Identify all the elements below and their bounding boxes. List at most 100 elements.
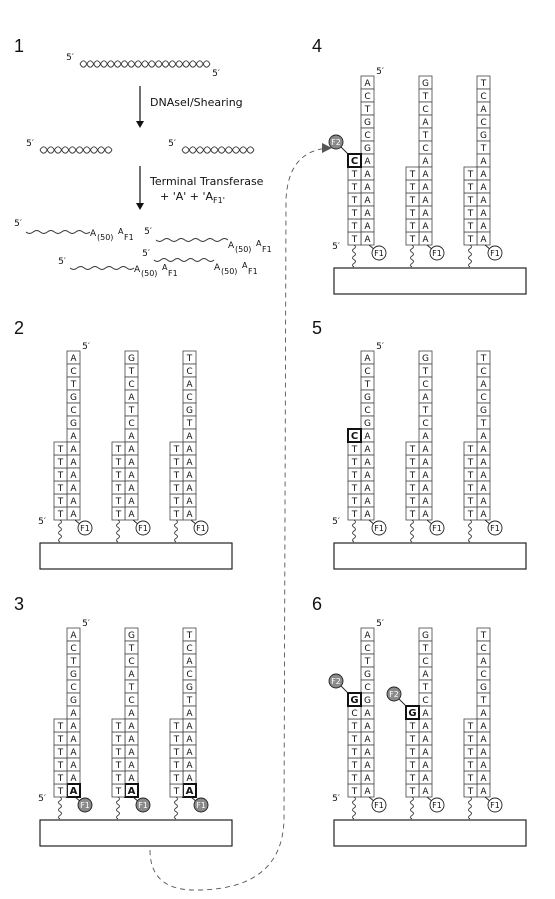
p6-col2-primer-1: T <box>409 774 416 784</box>
p5-col1-base-6: A <box>364 432 371 442</box>
p5-col1-base-7: A <box>364 445 371 455</box>
p3-col1-base-2: T <box>70 657 77 667</box>
p3-col2-base-8: A <box>128 735 135 745</box>
p1-tail-label-c-a: A <box>134 265 141 275</box>
p6-col3-base-2: A <box>480 657 487 667</box>
p6-col3-f1: F1 <box>490 801 500 810</box>
p3-col1-primer-5-box <box>53 718 68 733</box>
p3-col3-base-2: A <box>186 657 193 667</box>
p5-col3-tether <box>468 519 472 543</box>
p4-col3-base-12: A <box>480 235 487 245</box>
dashed-connector-head <box>322 143 332 153</box>
p3-col2-base-2: C <box>128 657 134 667</box>
p6-col1-primer-0: T <box>351 787 358 797</box>
p2-col1-base-0: A <box>70 354 77 364</box>
p5-col1-base-12: A <box>364 510 371 520</box>
p4-col3-base-3: C <box>480 118 486 128</box>
p4-col3-base-1: C <box>480 92 486 102</box>
p3-col3-base-4: G <box>186 683 193 693</box>
p4-col1-base-4: C <box>364 131 370 141</box>
p2-col3-base-1: C <box>186 367 192 377</box>
p3-col2-primer-0: T <box>115 787 122 797</box>
panel-number-4: 4 <box>312 36 323 56</box>
p6-col2-f1: F1 <box>432 801 442 810</box>
p3-col3-primer-1: T <box>173 774 180 784</box>
transferase-step-label: Terminal Transferase <box>150 175 264 188</box>
p4-col1-f1: F1 <box>374 249 384 258</box>
p6-col3-tether <box>468 796 472 820</box>
p6-col3-f1-circle <box>487 797 503 813</box>
p4-col3-base-8: A <box>480 183 487 193</box>
p6-col3-primer-5: T <box>467 722 474 732</box>
p5-col3-primer-5-box <box>463 441 478 456</box>
p6-col3-base-6: A <box>480 709 487 719</box>
p3-col1-base-9: A <box>70 748 77 758</box>
p6-col3-primer-0: T <box>467 787 474 797</box>
p5-col1-primer-3: T <box>351 471 358 481</box>
p6-col2-base-3: A <box>422 670 429 680</box>
p6-col2-f2: F2 <box>389 690 399 699</box>
p2-col1-tether <box>58 519 62 543</box>
p3-col2-base-3: A <box>128 670 135 680</box>
p6-col3-base-4: G <box>480 683 487 693</box>
p5-col2-base-12: A <box>422 510 429 520</box>
p3-col3-primer-5-box <box>169 718 184 733</box>
p6-col1-base-4: C <box>364 683 370 693</box>
p6-col1-base-11: A <box>364 774 371 784</box>
p2-top-5prime: 5′ <box>82 342 90 352</box>
p6-col2-primer-5: T <box>409 722 416 732</box>
p3-col1-tether <box>58 796 62 820</box>
p6-col2-base-11: A <box>422 774 429 784</box>
p5-col1-primer-0: T <box>351 510 358 520</box>
p6-col2-f2-link <box>397 697 407 707</box>
p2-col1-primer-0: T <box>57 510 64 520</box>
p6-col1-primer-4: T <box>351 735 358 745</box>
p2-col1-primer-1: T <box>57 497 64 507</box>
p1-tailed-b <box>155 238 229 242</box>
p1-tail-label-d-a: A <box>214 263 221 273</box>
p4-col3-base-7: A <box>480 170 487 180</box>
transferase-sub-f1: F1' <box>213 196 225 205</box>
p6-col2-base-8: A <box>422 735 429 745</box>
p6-col1-f2-link <box>339 684 349 694</box>
p3-col3-base-10: A <box>186 761 193 771</box>
p6-col1-base-12: A <box>364 787 371 797</box>
p6-col3-base-12: A <box>480 787 487 797</box>
p5-col1-primer-5: T <box>351 445 358 455</box>
p4-col3-primer-3: T <box>467 196 474 206</box>
p2-col1-f1-circle <box>77 520 93 536</box>
p3-col1-base-1: C <box>70 644 76 654</box>
p2-col3-base-5: T <box>186 419 193 429</box>
p1-tail-label-c-n: (50) <box>141 269 157 278</box>
p3-col2-base-1: T <box>128 644 135 654</box>
p2-col2-base-5: C <box>128 419 134 429</box>
p6-col2-f2-circle <box>386 686 402 702</box>
p1-tail-label-b-n: (50) <box>235 245 251 254</box>
p6-col2-base-2: C <box>422 657 428 667</box>
p2-col2-primer-1: T <box>115 497 122 507</box>
p4-col2-base-12: A <box>422 235 429 245</box>
p3-col3-primer-5: T <box>173 722 180 732</box>
p4-col2-tether <box>410 244 414 268</box>
p2-col2-base-3: A <box>128 393 135 403</box>
p3-col2-base-7: A <box>128 722 135 732</box>
p5-surface <box>333 542 527 570</box>
p4-col1-base-2: T <box>364 105 371 115</box>
p6-col1-base-7: A <box>364 722 371 732</box>
p4-col2-primer-0: T <box>409 235 416 245</box>
p2-col1-primer-4: T <box>57 458 64 468</box>
p6-col3-base-0: T <box>480 631 487 641</box>
p2-col3-tether <box>174 519 178 543</box>
p4-col1-f1-circle <box>371 245 387 261</box>
p5-col2-base-7: A <box>422 445 429 455</box>
p6-col3-primer-2: T <box>467 761 474 771</box>
p1-tailed-d <box>153 258 215 262</box>
p6-col1-base-0: A <box>364 631 371 641</box>
p1-tail-label-b-f1: F1 <box>262 245 272 254</box>
p3-col2-primer-4: T <box>115 735 122 745</box>
p2-col1-base-4: C <box>70 406 76 416</box>
panel-number-2: 2 <box>14 318 25 338</box>
p5-col2-base-4: T <box>422 406 429 416</box>
p4-col2-primer-1: T <box>409 222 416 232</box>
p3-col1-f1: F1 <box>80 801 90 810</box>
